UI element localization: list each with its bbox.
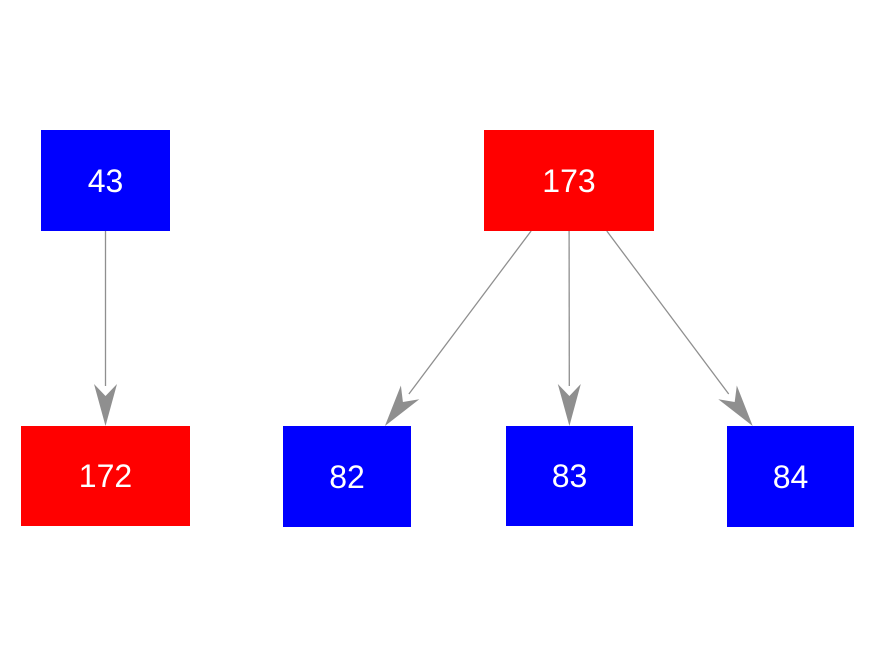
edge-173-84 [606,230,753,426]
edge-arrowhead-icon [557,384,581,426]
edge-arrowhead-icon [718,385,753,426]
node-label: 172 [78,458,133,494]
node-43: 43 [41,130,170,231]
edge-arrowhead-icon [384,385,420,426]
edge-line [606,230,730,395]
edge-173-83 [557,230,581,426]
node-label: 84 [772,458,809,495]
edge-arrowhead-icon [94,384,117,426]
edge-173-82 [384,230,532,426]
edge-line [408,230,532,395]
node-172: 172 [21,426,190,526]
node-label: 83 [551,458,588,494]
node-82: 82 [283,426,411,527]
node-84: 84 [727,426,854,527]
node-83: 83 [506,426,633,526]
edge-43-172 [94,231,117,426]
node-label: 82 [329,458,365,495]
node-label: 43 [87,162,124,199]
node-label: 173 [542,162,596,199]
node-173: 173 [484,130,654,231]
